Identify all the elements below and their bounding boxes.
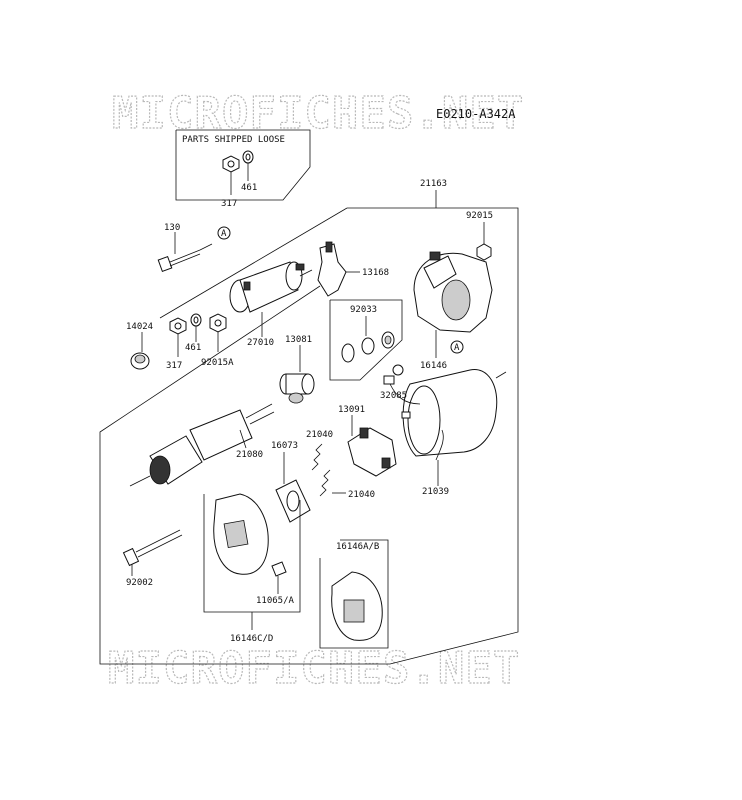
washer-461-loose[interactable] — [242, 150, 254, 164]
label-21163[interactable]: 21163 — [420, 179, 447, 189]
label-16146CD[interactable]: 16146C/D — [230, 634, 273, 644]
label-13081[interactable]: 13081 — [285, 335, 312, 345]
spring-21040-upper[interactable] — [311, 443, 323, 471]
label-27010[interactable]: 27010 — [247, 338, 274, 348]
brush-holder-13091[interactable] — [347, 427, 397, 477]
label-461[interactable]: 461 — [185, 343, 201, 353]
label-11065A[interactable]: 11065/A — [256, 596, 295, 606]
label-13091[interactable]: 13091 — [338, 405, 365, 415]
label-317-loose[interactable]: 317 — [221, 199, 237, 209]
washer-92033[interactable] — [341, 331, 395, 363]
label-16146AB[interactable]: 16146A/B — [336, 542, 379, 552]
label-92015[interactable]: 92015 — [466, 211, 493, 221]
ref-mark-a-top: A — [217, 226, 231, 240]
plate-16073[interactable] — [275, 479, 311, 523]
end-cover-16146CD[interactable] — [213, 493, 269, 575]
label-14024[interactable]: 14024 — [126, 322, 153, 332]
svg-text:A: A — [454, 343, 460, 353]
watermark-top: MICROFICHES.NET — [112, 88, 524, 139]
label-16073[interactable]: 16073 — [271, 441, 298, 451]
nut-317[interactable] — [169, 317, 187, 335]
label-92015A[interactable]: 92015A — [201, 358, 234, 368]
spring-21040-lower[interactable] — [319, 469, 331, 497]
nut-317-loose[interactable] — [222, 155, 240, 173]
box-16146AB — [319, 539, 389, 649]
drive-clutch-13081[interactable] — [279, 373, 315, 404]
wire-32085[interactable] — [383, 364, 444, 461]
housing-16146[interactable] — [413, 251, 493, 333]
label-461-loose[interactable]: 461 — [241, 183, 257, 193]
nut-92015[interactable] — [476, 243, 492, 261]
label-21040-upper[interactable]: 21040 — [306, 430, 333, 440]
lever-13168[interactable] — [317, 241, 347, 297]
bolt-92002[interactable] — [122, 529, 183, 567]
ref-mark-a-right: A — [450, 340, 464, 354]
label-92033[interactable]: 92033 — [350, 305, 377, 315]
label-32085[interactable]: 32085 — [380, 391, 407, 401]
label-92002[interactable]: 92002 — [126, 578, 153, 588]
label-16146[interactable]: 16146 — [420, 361, 447, 371]
loose-box-title: PARTS SHIPPED LOOSE — [182, 135, 285, 145]
parts-shipped-loose-box: PARTS SHIPPED LOOSE 461 317 — [175, 129, 311, 209]
box-92033 — [329, 299, 403, 381]
label-130[interactable]: 130 — [164, 223, 180, 233]
screw-11065A[interactable] — [271, 561, 287, 577]
svg-text:A: A — [221, 229, 227, 239]
diagram-code: E0210-A342A — [436, 107, 516, 121]
label-21080[interactable]: 21080 — [236, 450, 263, 460]
washer-461[interactable] — [190, 313, 202, 327]
end-cover-16146AB[interactable] — [331, 571, 383, 641]
label-21040-lower[interactable]: 21040 — [348, 490, 375, 500]
bolt-130[interactable] — [157, 243, 213, 272]
label-317[interactable]: 317 — [166, 361, 182, 371]
label-13168[interactable]: 13168 — [362, 268, 389, 278]
watermark-bottom: MICROFICHES.NET — [108, 643, 520, 694]
armature-21080[interactable] — [129, 403, 275, 487]
assembly-outline — [99, 190, 519, 665]
yoke-21039[interactable] — [402, 369, 507, 457]
solenoid-27010[interactable] — [229, 261, 313, 313]
label-21039[interactable]: 21039 — [422, 487, 449, 497]
nut-92015A[interactable] — [209, 313, 227, 333]
cap-14024[interactable] — [130, 352, 150, 370]
